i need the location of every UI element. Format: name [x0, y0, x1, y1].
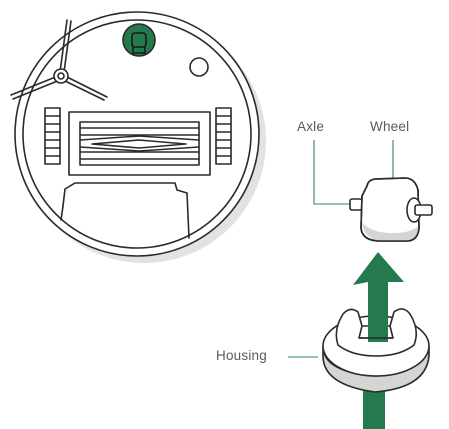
- wheel-icon: [349, 177, 433, 242]
- up-arrow-icon: [353, 252, 404, 342]
- sensor-icon: [189, 57, 209, 77]
- housing-label: Housing: [216, 348, 267, 363]
- side-brush-icon: [10, 19, 108, 101]
- front-caster-icon: [122, 23, 156, 57]
- axle-leader-line: [313, 140, 356, 205]
- arrow-shaft-lower: [363, 383, 385, 429]
- axle-icon: [349, 198, 363, 211]
- left-wheel-slot: [44, 107, 61, 165]
- robot-vacuum-underside: [10, 11, 266, 263]
- wheel-label: Wheel: [370, 119, 410, 134]
- right-wheel-slot: [215, 107, 232, 165]
- dustbin-outline: [62, 182, 190, 239]
- main-brush-icon: [68, 111, 211, 176]
- axle-label: Axle: [297, 119, 325, 134]
